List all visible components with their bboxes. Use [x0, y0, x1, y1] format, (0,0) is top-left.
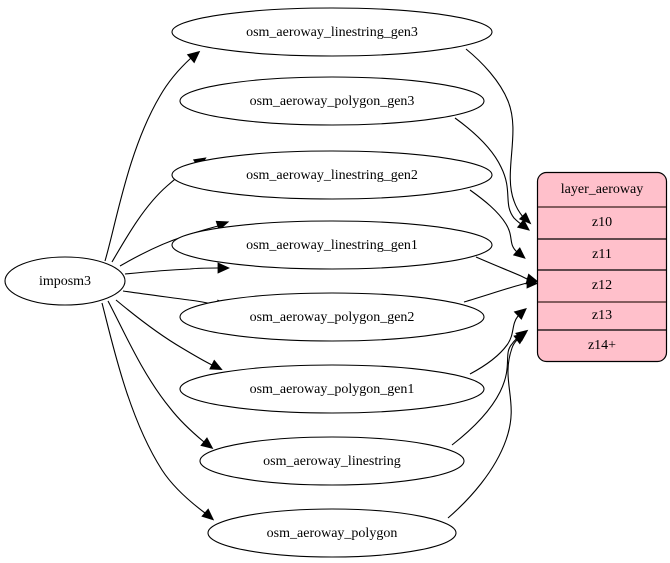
node-linestring-ellipse[interactable] [199, 436, 465, 486]
edge-linestring-gen2-to-z11 [469, 189, 526, 259]
edge-imposm3-to-polygon-gen1 [115, 299, 223, 371]
node-polygon-gen2-label: osm_aeroway_polygon_gen2 [250, 310, 415, 325]
edge-polygon-gen2-to-z12 [463, 277, 539, 303]
node-osm_aeroway_polygon_gen2[interactable]: osm_aeroway_polygon_gen2 [179, 292, 485, 342]
layer-aeroway-row-z10[interactable]: z10 [592, 215, 612, 230]
layer-aeroway-row-z14[interactable]: z14+ [588, 338, 616, 353]
node-osm_aeroway_linestring_gen1[interactable]: osm_aeroway_linestring_gen1 [171, 220, 493, 270]
node-polygon-gen1-label: osm_aeroway_polygon_gen1 [250, 382, 415, 397]
node-polygon-gen3-ellipse[interactable] [179, 76, 485, 126]
edge-polygon-to-z14 [447, 332, 527, 519]
node-polygon-gen2-ellipse[interactable] [179, 292, 485, 342]
node-polygon-gen3-label: osm_aeroway_polygon_gen3 [250, 94, 415, 109]
edge-imposm3-to-linestring-gen3 [104, 50, 201, 262]
edge-imposm3-to-linestring-gen1 [124, 262, 230, 275]
node-linestring-gen2-label: osm_aeroway_linestring_gen2 [246, 168, 418, 183]
node-osm_aeroway_polygon_gen1[interactable]: osm_aeroway_polygon_gen1 [179, 364, 485, 414]
edge-polygon-gen3-to-z10 [454, 117, 530, 231]
layer-aeroway-row-z13[interactable]: z13 [592, 308, 612, 323]
node-imposm3-label: imposm3 [39, 274, 91, 289]
node-linestring-gen1-ellipse[interactable] [171, 220, 493, 270]
node-osm_aeroway_linestring_gen3[interactable]: osm_aeroway_linestring_gen3 [171, 7, 493, 57]
node-polygon-ellipse[interactable] [207, 508, 457, 558]
edge-group-tables-to-layer [447, 48, 539, 519]
edge-polygon-gen1-to-z13 [469, 307, 527, 375]
node-polygon-gen1-ellipse[interactable] [179, 364, 485, 414]
layer-aeroway-body[interactable] [536, 171, 668, 363]
layer-aeroway-row-z11[interactable]: z11 [592, 247, 612, 262]
node-osm_aeroway_linestring_gen2[interactable]: osm_aeroway_linestring_gen2 [171, 150, 493, 200]
node-imposm3-ellipse[interactable] [4, 256, 126, 306]
node-imposm3[interactable]: imposm3 [4, 256, 126, 306]
node-linestring-gen3-label: osm_aeroway_linestring_gen3 [246, 25, 418, 40]
node-osm_aeroway_polygon[interactable]: osm_aeroway_polygon [207, 508, 457, 558]
node-linestring-gen3-ellipse[interactable] [171, 7, 493, 57]
layer-aeroway-header-label: layer_aeroway [561, 182, 643, 197]
layer-aeroway-row-z12[interactable]: z12 [592, 278, 612, 293]
edge-linestring-gen3-to-z10 [465, 48, 532, 225]
node-linestring-gen2-ellipse[interactable] [171, 150, 493, 200]
edge-imposm3-to-linestring [107, 300, 214, 450]
node-osm_aeroway_linestring[interactable]: osm_aeroway_linestring [199, 436, 465, 486]
node-osm_aeroway_polygon_gen3[interactable]: osm_aeroway_polygon_gen3 [179, 76, 485, 126]
node-layer-aeroway[interactable]: layer_aeroway z10 z11 z12 z13 z14+ [536, 171, 668, 363]
edge-imposm3-to-polygon [101, 302, 215, 521]
node-polygon-label: osm_aeroway_polygon [267, 526, 398, 541]
node-linestring-label: osm_aeroway_linestring [263, 454, 401, 469]
node-linestring-gen1-label: osm_aeroway_linestring_gen1 [246, 238, 418, 253]
